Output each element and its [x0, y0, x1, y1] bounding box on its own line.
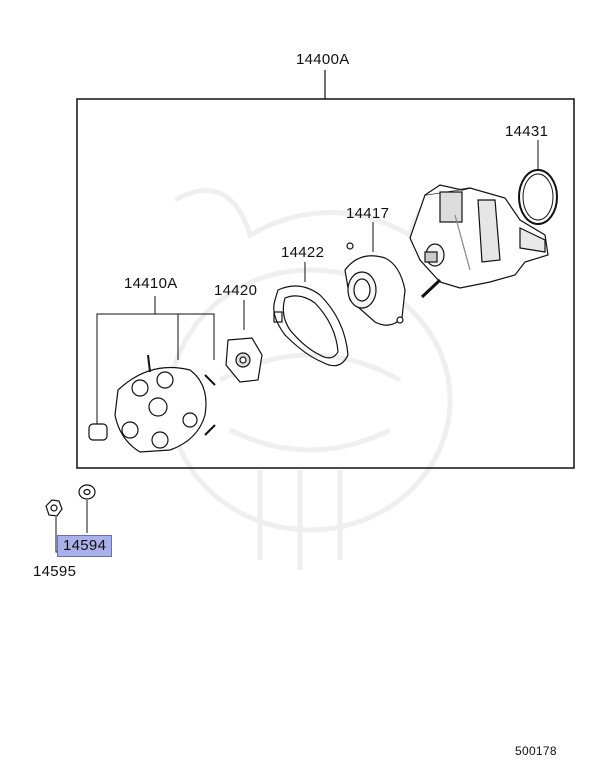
- washer-14594: [78, 484, 96, 533]
- label-housing-seal: 14417: [346, 205, 390, 222]
- label-gasket: 14422: [281, 244, 325, 261]
- label-washer-highlighted[interactable]: 14594: [57, 535, 113, 557]
- rotor-14420: [225, 300, 263, 383]
- seal-ring-14431: [518, 140, 558, 225]
- nut-14595: [45, 499, 63, 553]
- label-seal-ring: 14431: [505, 123, 549, 140]
- cap-rotor-set-leaders: [96, 296, 215, 425]
- label-cap-rotor-set: 14410A: [124, 275, 178, 292]
- label-nut: 14595: [33, 563, 77, 580]
- gasket-14422: [273, 262, 349, 367]
- housing-seal-14417: [344, 222, 406, 326]
- label-rotor: 14420: [214, 282, 258, 299]
- terminal-plug: [88, 423, 108, 441]
- diagram-reference-number: 500178: [515, 744, 557, 758]
- distributor-cap: [114, 354, 216, 453]
- distributor-housing: [409, 184, 549, 299]
- label-assembly: 14400A: [296, 51, 350, 68]
